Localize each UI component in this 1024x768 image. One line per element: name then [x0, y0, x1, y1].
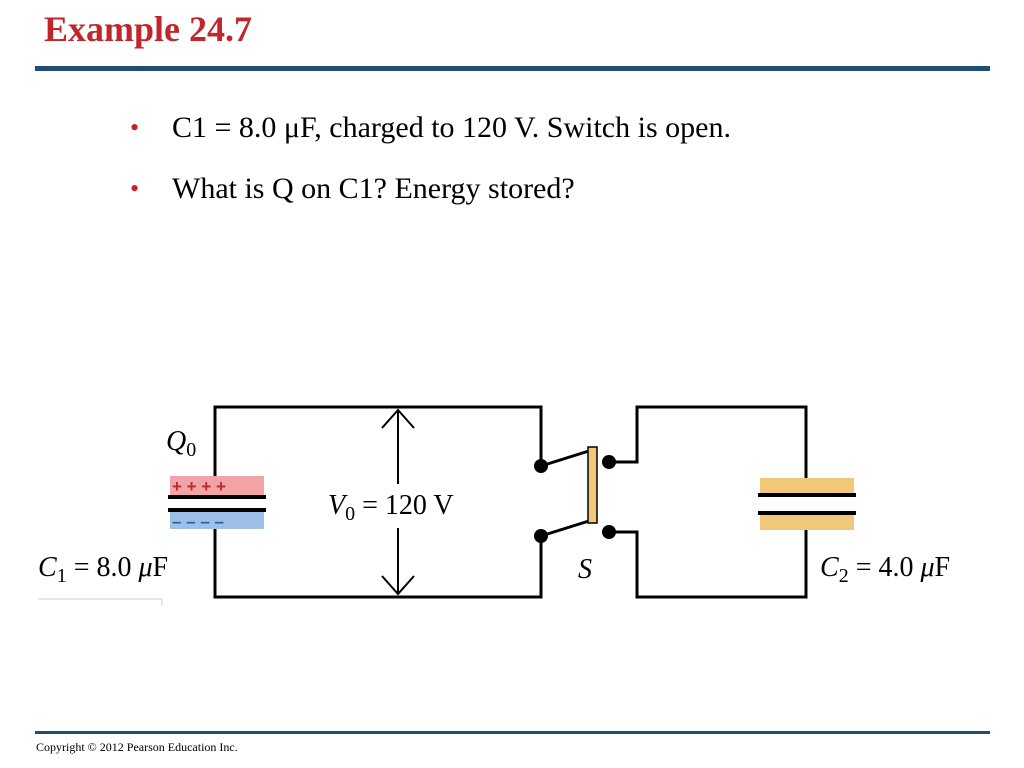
- c2-label: C2 = 4.0 μF: [820, 552, 950, 587]
- bullet-item: • What is Q on C1? Energy stored?: [130, 169, 731, 209]
- c1-label: C1 = 8.0 μF: [38, 552, 168, 587]
- bullet-icon: •: [130, 113, 140, 142]
- copyright-footer: Copyright © 2012 Pearson Education Inc.: [36, 740, 238, 754]
- title-divider: [35, 66, 990, 71]
- plus-signs: + + + +: [172, 477, 226, 496]
- c2-top-band: [760, 478, 854, 495]
- bullet-text: C1 = 8.0 μF, charged to 120 V. Switch is…: [172, 111, 731, 144]
- v0-label-bg: [326, 484, 476, 528]
- bullet-text: What is Q on C1? Energy stored?: [172, 172, 575, 205]
- switch-label: S: [578, 554, 592, 585]
- bullet-icon: •: [130, 174, 140, 203]
- minus-signs: – – – –: [172, 512, 224, 531]
- switch-blade: [587, 446, 598, 524]
- capacitor-c2: [758, 478, 856, 530]
- switch-s: [534, 446, 616, 543]
- left-circuit-wires: [213, 405, 543, 599]
- negative-charge-band: [170, 511, 264, 529]
- c2-bottom-band: [760, 513, 854, 530]
- positive-charge-band: [170, 476, 264, 496]
- bullet-list: • C1 = 8.0 μF, charged to 120 V. Switch …: [130, 108, 731, 230]
- right-circuit-wires: [609, 405, 808, 599]
- slide-title: Example 24.7: [44, 9, 253, 49]
- v0-label: V0 = 120 V: [328, 490, 454, 525]
- capacitor-c1: + + + + – – – –: [168, 476, 266, 531]
- bullet-item: • C1 = 8.0 μF, charged to 120 V. Switch …: [130, 108, 731, 148]
- footer-divider: [35, 731, 990, 734]
- q0-label: Q0: [166, 426, 196, 461]
